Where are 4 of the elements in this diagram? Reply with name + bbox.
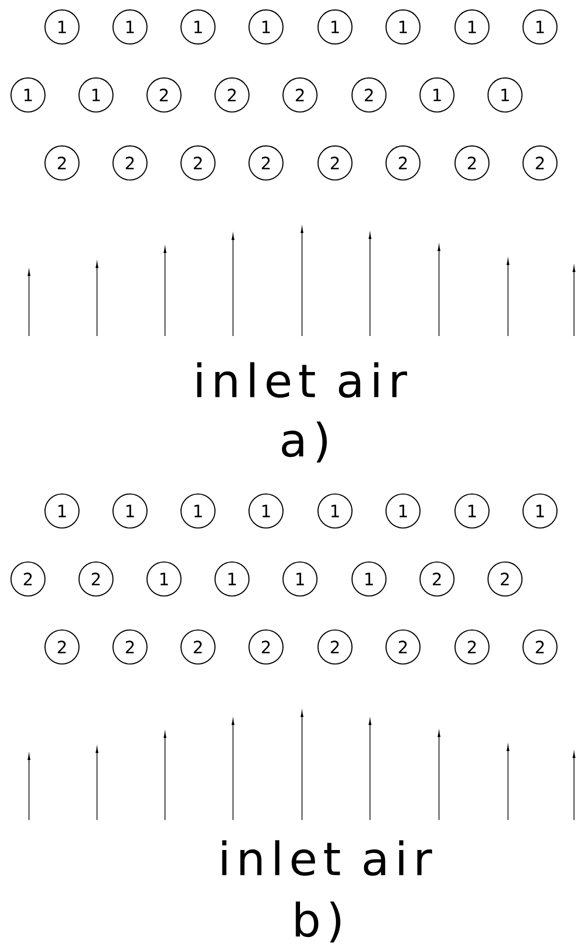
panel-label: b) bbox=[296, 902, 340, 942]
panel-label: a) bbox=[282, 422, 327, 462]
air-label: inlet air bbox=[222, 840, 432, 876]
air-label: inlet air bbox=[197, 362, 408, 398]
